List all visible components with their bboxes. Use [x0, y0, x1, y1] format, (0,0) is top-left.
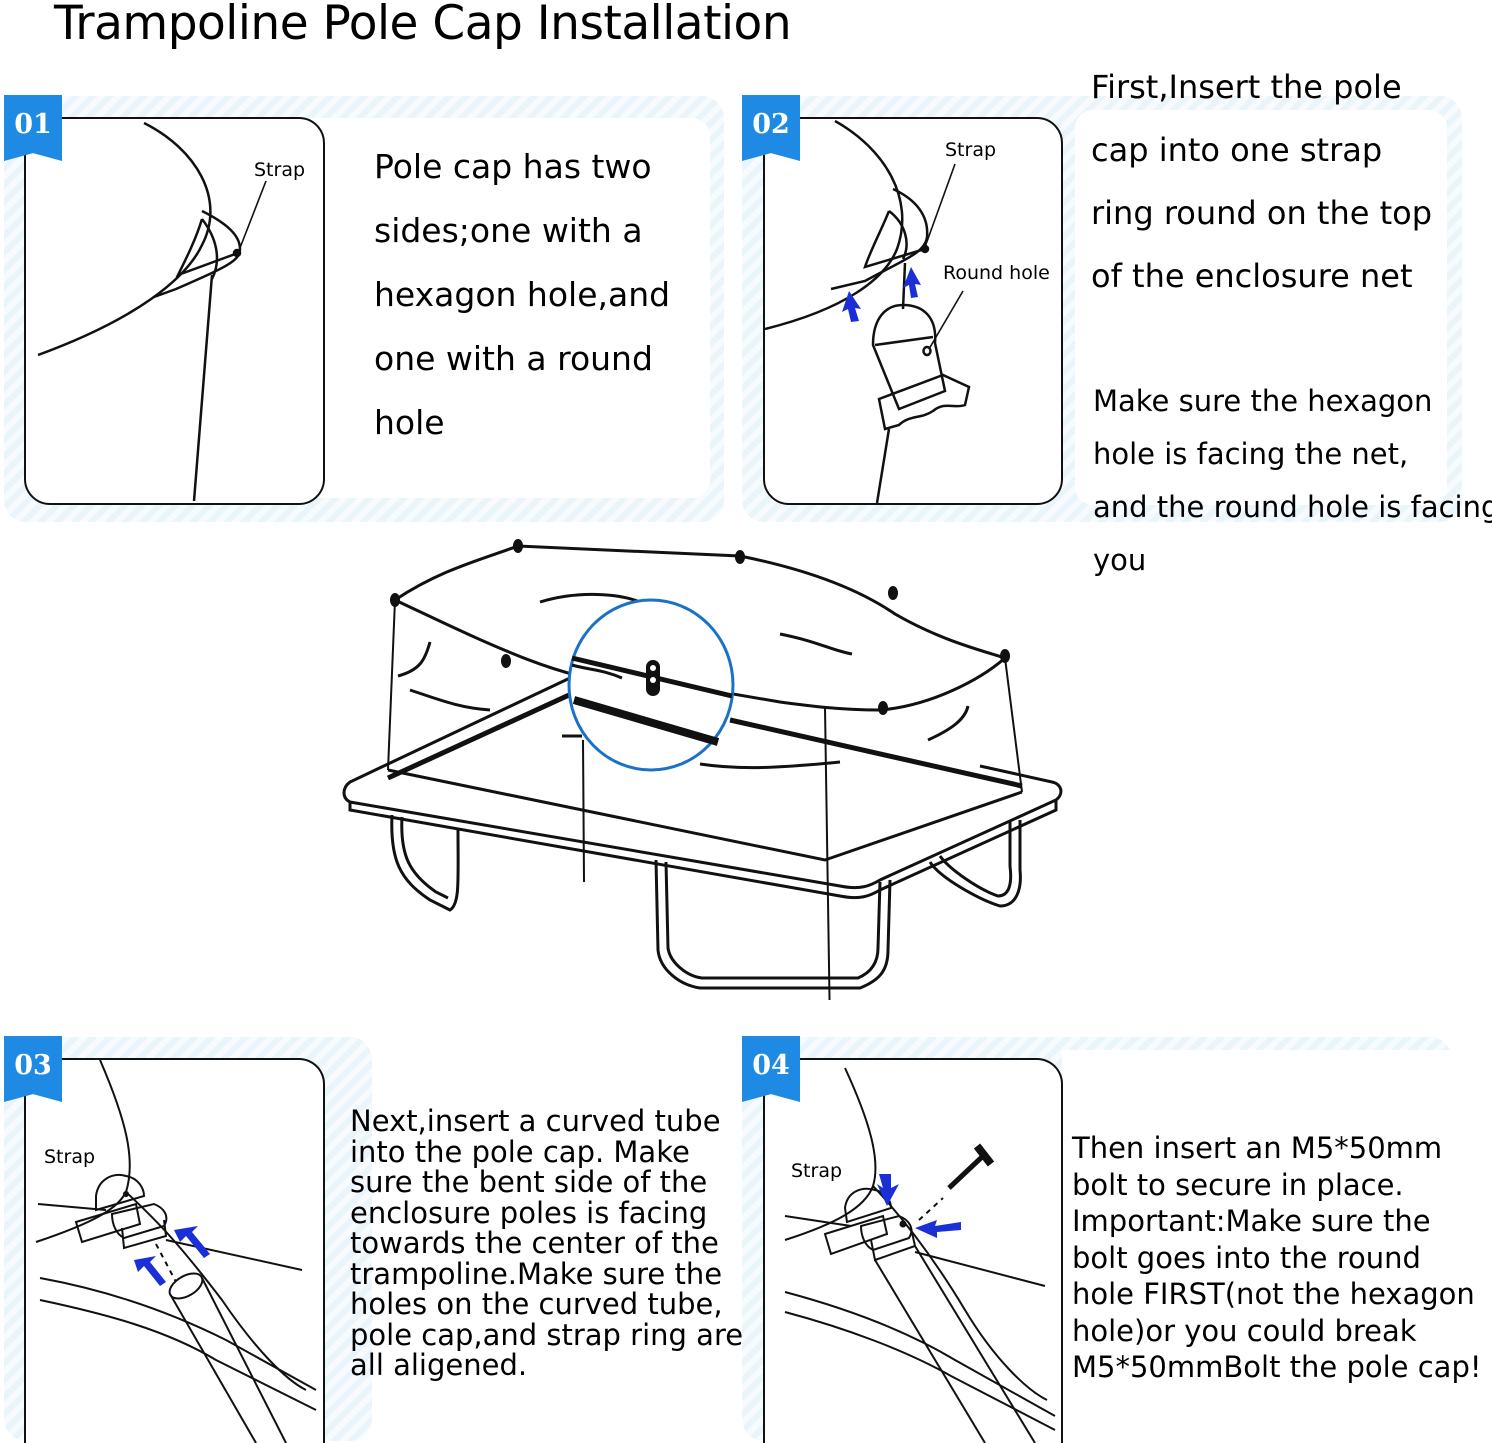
text-line: Important:Make sure the — [1072, 1204, 1431, 1238]
step-02-illustration: Strap Round hole — [763, 117, 1063, 505]
step-number-badge: 04 — [742, 1036, 800, 1102]
text-line: enclosure poles is facing — [350, 1195, 708, 1230]
text-line: Then insert an M5*50mm — [1072, 1131, 1443, 1165]
text-line: bolt to secure in place. — [1072, 1167, 1404, 1202]
page-title: Trampoline Pole Cap Installation — [54, 0, 792, 51]
text-line: Make sure the hexagon — [1093, 384, 1433, 418]
text-line: and the round hole is facing — [1093, 490, 1492, 524]
step-02-note: Make sure the hexagon hole is facing the… — [1093, 375, 1492, 587]
trampoline-overview-illustration — [340, 530, 1080, 1031]
text-line: into the pole cap. Make — [350, 1134, 690, 1169]
text-line: towards the center of the — [350, 1226, 719, 1260]
text-line: sides;one with a — [374, 211, 643, 250]
text-line: hole)or you could break — [1072, 1313, 1417, 1348]
text-line: sure the bent side of the — [350, 1165, 708, 1199]
text-line: bolt goes into the round — [1072, 1240, 1421, 1275]
text-line: hole is facing the net, — [1093, 437, 1409, 471]
step-02-description: First,Insert the pole cap into one strap… — [1091, 56, 1432, 308]
text-line: one with a round — [374, 339, 653, 378]
text-line: holes on the curved tube, — [350, 1287, 723, 1321]
step-02-text-area — [1075, 110, 1447, 505]
text-line: cap into one strap — [1091, 131, 1383, 169]
round-hole-label: Round hole — [943, 262, 1050, 284]
text-line: First,Insert the pole — [1091, 68, 1402, 106]
text-line: Pole cap has two — [374, 147, 652, 186]
step-04-illustration: Strap — [763, 1058, 1063, 1443]
strap-label: Strap — [254, 159, 306, 181]
strap-label: Strap — [44, 1146, 96, 1168]
text-line: all aligened. — [350, 1348, 528, 1382]
text-line: ring round on the top — [1091, 194, 1433, 232]
step-04-text-area — [1062, 1050, 1452, 1441]
step-number-badge: 01 — [4, 95, 62, 161]
text-line: hole FIRST(not the hexagon — [1072, 1277, 1475, 1311]
text-line: trampoline.Make sure the — [350, 1256, 723, 1291]
strap-label: Strap — [945, 139, 997, 161]
step-04-description: Then insert an M5*50mm bolt to secure in… — [1072, 1130, 1481, 1386]
text-line: of the enclosure net — [1091, 257, 1413, 295]
step-01-illustration: Strap — [24, 117, 325, 505]
step-03-illustration: Strap — [24, 1058, 325, 1443]
text-line: hexagon hole,and — [374, 275, 671, 314]
step-01-description: Pole cap has two sides;one with a hexago… — [374, 135, 670, 455]
step-number-badge: 03 — [4, 1036, 62, 1102]
text-line: you — [1093, 543, 1147, 577]
text-line: M5*50mmBolt the pole cap! — [1072, 1350, 1482, 1384]
strap-label: Strap — [791, 1160, 843, 1182]
text-line: hole — [374, 403, 445, 442]
text-line: Next,insert a curved tube — [350, 1104, 721, 1138]
text-line: pole cap,and strap ring are — [350, 1317, 744, 1352]
step-number-badge: 02 — [742, 95, 800, 161]
step-03-description: Next,insert a curved tube into the pole … — [350, 1106, 743, 1381]
